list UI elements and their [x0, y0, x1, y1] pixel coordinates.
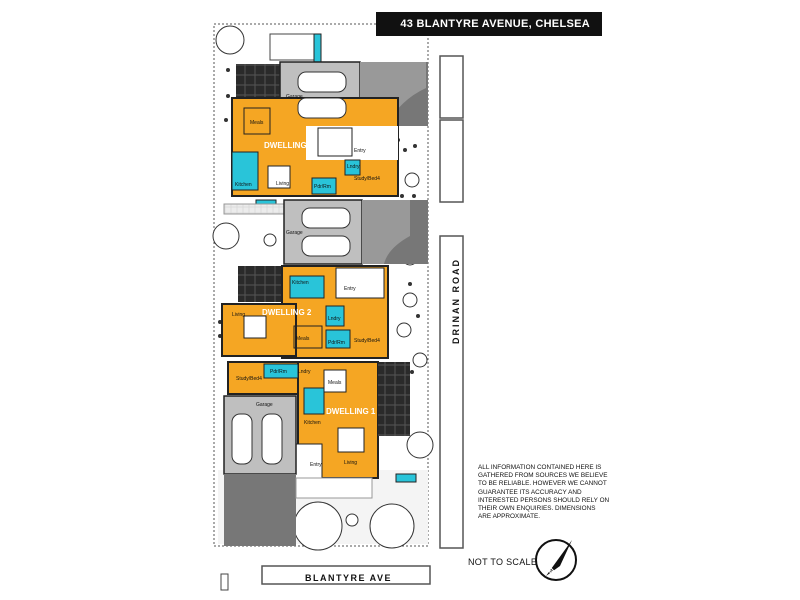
d3-pdr-label: Pdr/Rm	[314, 184, 331, 190]
dwelling-1-cars	[231, 413, 283, 465]
d2-pdr-label: Pdr/Rm	[328, 340, 345, 346]
dwelling-1-name: DWELLING 1	[326, 407, 376, 416]
dwelling-3-cars	[297, 71, 347, 119]
d1-garage-label: Garage	[256, 402, 273, 408]
d3-living-label: Living	[276, 181, 289, 187]
trees	[212, 25, 434, 551]
drinan-road-strip	[439, 55, 464, 549]
d2-living-label: Living	[232, 312, 245, 318]
d2-meals-label: Meals	[296, 336, 310, 342]
drinan-road-label: DRINAN ROAD	[451, 258, 461, 344]
d1-entry-label: Entry	[310, 462, 322, 468]
page-title: 43 BLANTYRE AVENUE, CHELSEA	[376, 12, 602, 36]
dwelling-name-labels: DWELLING 3 DWELLING 2 DWELLING 1	[262, 141, 376, 416]
d1-kitchen-label: Kitchen	[304, 420, 321, 426]
d1-meals-label: Meals	[328, 380, 342, 386]
d3-entry-label: Entry	[354, 148, 366, 154]
dwelling-3-name: DWELLING 3	[264, 141, 314, 150]
d3-kitchen-label: Kitchen	[235, 182, 252, 188]
d2-entry-label: Entry	[344, 286, 356, 292]
d2-lndry-label: Lndry	[328, 316, 341, 322]
d3-study-label: Study/Bed4	[354, 176, 380, 182]
disclaimer-text: ALL INFORMATION CONTAINED HERE IS GATHER…	[478, 464, 610, 521]
blantyre-ave-label: BLANTYRE AVE	[305, 573, 393, 583]
d1-study-label: Study/Bed4	[236, 376, 262, 382]
d3-meals-label: Meals	[250, 120, 264, 126]
d2-garage-label: Garage	[286, 230, 303, 236]
d1-lndry-label: Lndry	[298, 369, 311, 375]
d3-garage-label: Garage	[286, 94, 303, 100]
dwelling-1	[223, 361, 417, 546]
scale-note: NOT TO SCALE	[468, 557, 538, 567]
d1-pdr-label: Pdr/Rm	[270, 369, 287, 375]
dwelling-2-name: DWELLING 2	[262, 308, 312, 317]
room-labels: Garage Meals Entry Lndry Pdr/Rm Study/Be…	[232, 94, 380, 468]
d2-kitchen-label: Kitchen	[292, 280, 309, 286]
blantyre-ave-strip	[261, 565, 431, 585]
d2-study-label: Study/Bed4	[354, 338, 380, 344]
dwelling-2	[221, 199, 428, 359]
compass-icon: N	[535, 539, 577, 581]
dwelling-2-cars	[301, 207, 351, 257]
d3-lndry-label: Lndry	[347, 164, 360, 170]
mailbox	[220, 573, 229, 591]
compass-letter: N	[546, 566, 557, 577]
d1-living-label: Living	[344, 460, 357, 466]
